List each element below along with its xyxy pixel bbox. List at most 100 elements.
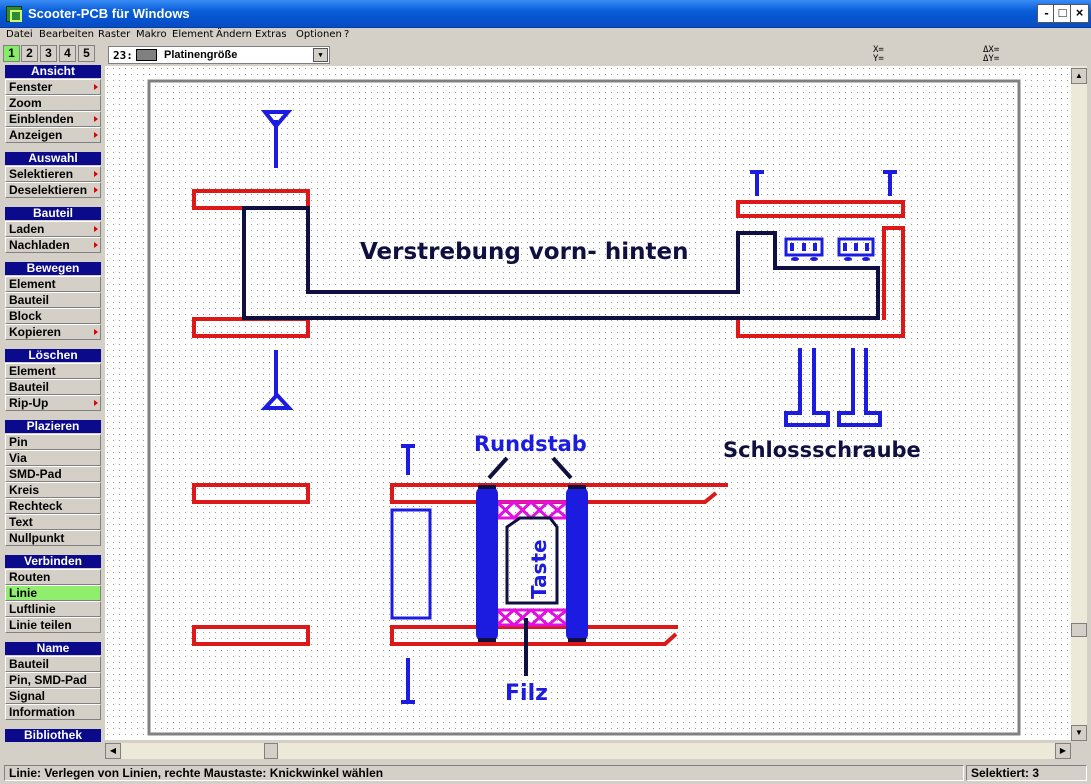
tab-1[interactable]: 1 <box>3 45 20 62</box>
sidebar-item-3-1[interactable]: Bauteil <box>5 292 101 308</box>
menu-datei[interactable]: Datei <box>6 29 33 40</box>
sidebar-item-0-1[interactable]: Zoom <box>5 95 101 111</box>
sidebar-item-6-1[interactable]: Linie <box>5 585 101 601</box>
sidebar-item-label: SMD-Pad <box>9 467 62 481</box>
pcb-drawing[interactable]: Verstrebung vorn- hinten Rundstab Schlos… <box>105 66 1071 740</box>
blue-elements[interactable] <box>260 110 897 704</box>
tab-5[interactable]: 5 <box>78 45 95 62</box>
chevron-down-icon[interactable]: ▼ <box>313 48 328 62</box>
menu-makro[interactable]: Makro <box>136 29 167 40</box>
sidebar-item-5-1[interactable]: Via <box>5 450 101 466</box>
sidebar-item-label: Signal <box>9 689 46 703</box>
sidebar-item-label: Bauteil <box>9 657 50 671</box>
label-filz[interactable]: Filz <box>505 681 548 706</box>
sidebar-item-4-0[interactable]: Element <box>5 363 101 379</box>
vertical-scrollbar[interactable]: ▲ ▼ <box>1071 66 1087 741</box>
horizontal-scroll-thumb[interactable] <box>264 743 278 759</box>
scroll-up-icon[interactable]: ▲ <box>1071 68 1087 84</box>
leader-lines <box>487 456 573 676</box>
sidebar-item-label: Nachladen <box>9 238 70 252</box>
sidebar-item-1-0[interactable]: Selektieren <box>5 166 101 182</box>
sidebar-item-5-5[interactable]: Text <box>5 514 101 530</box>
connector-dots <box>791 257 870 261</box>
sidebar-item-label: Laden <box>9 222 45 236</box>
scroll-down-icon[interactable]: ▼ <box>1071 725 1087 741</box>
sidebar-item-label: Block <box>9 309 42 323</box>
sidebar-item-label: Einblenden <box>9 112 74 126</box>
key-outline[interactable] <box>505 516 559 605</box>
menu-element[interactable]: Element <box>172 29 214 40</box>
status-message: Linie: Verlegen von Linien, rechte Maust… <box>4 765 964 781</box>
tab-3[interactable]: 3 <box>40 45 57 62</box>
sidebar-item-3-3[interactable]: Kopieren <box>5 324 101 340</box>
label-schlossschraube[interactable]: Schlossschraube <box>723 438 921 462</box>
close-button[interactable]: × <box>1070 4 1089 23</box>
sidebar-item-0-3[interactable]: Anzeigen <box>5 127 101 143</box>
menu-help[interactable]: ? <box>344 29 350 40</box>
status-selected-count: Selektiert: 3 <box>966 765 1087 781</box>
sidebar-item-label: Linie teilen <box>9 618 72 632</box>
scroll-left-icon[interactable]: ◀ <box>105 743 121 759</box>
menu-aendern[interactable]: Ändern <box>216 29 252 40</box>
sidebar-item-label: Text <box>9 515 33 529</box>
sidebar-item-2-0[interactable]: Laden <box>5 221 101 237</box>
sidebar-item-label: Luftlinie <box>9 602 56 616</box>
coord-y: Y= <box>873 54 884 64</box>
sidebar-item-label: Kreis <box>9 483 40 497</box>
sidebar-item-7-2[interactable]: Signal <box>5 688 101 704</box>
section-header-8: Bibliothek <box>5 729 101 742</box>
sidebar-item-6-0[interactable]: Routen <box>5 569 101 585</box>
sidebar-item-3-2[interactable]: Block <box>5 308 101 324</box>
menu-bearbeiten[interactable]: Bearbeiten <box>39 29 94 40</box>
sidebar-item-label: Zoom <box>9 96 42 110</box>
sidebar-item-label: Linie <box>9 586 38 600</box>
horizontal-scrollbar[interactable]: ◀ ▶ <box>105 743 1071 759</box>
sidebar-item-label: Information <box>9 705 75 719</box>
sidebar-item-label: Pin <box>9 435 28 449</box>
sidebar-item-5-3[interactable]: Kreis <box>5 482 101 498</box>
sidebar-item-6-2[interactable]: Luftlinie <box>5 601 101 617</box>
window-title: Scooter-PCB für Windows <box>28 6 190 21</box>
sidebar-item-7-0[interactable]: Bauteil <box>5 656 101 672</box>
vertical-scroll-thumb[interactable] <box>1071 623 1087 637</box>
layer-select[interactable]: 23: Platinengröße ▼ <box>108 46 330 64</box>
sidebar-item-6-3[interactable]: Linie teilen <box>5 617 101 633</box>
sidebar-item-label: Pin, SMD-Pad <box>9 673 88 687</box>
board-outline[interactable] <box>147 79 1021 736</box>
tab-2[interactable]: 2 <box>21 45 38 62</box>
menu-optionen[interactable]: Optionen <box>296 29 342 40</box>
sidebar-item-label: Element <box>9 364 56 378</box>
menu-extras[interactable]: Extras <box>255 29 287 40</box>
menu-raster[interactable]: Raster <box>98 29 131 40</box>
sidebar-item-4-2[interactable]: Rip-Up <box>5 395 101 411</box>
sidebar-item-7-1[interactable]: Pin, SMD-Pad <box>5 672 101 688</box>
section-header-6: Verbinden <box>5 555 101 568</box>
sidebar-item-2-1[interactable]: Nachladen <box>5 237 101 253</box>
round-rods[interactable] <box>476 486 588 642</box>
scroll-right-icon[interactable]: ▶ <box>1055 743 1071 759</box>
sidebar-item-5-4[interactable]: Rechteck <box>5 498 101 514</box>
sidebar-item-5-6[interactable]: Nullpunkt <box>5 530 101 546</box>
strut-outline[interactable] <box>242 206 880 320</box>
section-header-7: Name <box>5 642 101 655</box>
section-header-1: Auswahl <box>5 152 101 165</box>
sidebar-item-label: Kopieren <box>9 325 62 339</box>
sidebar-item-1-1[interactable]: Deselektieren <box>5 182 101 198</box>
sidebar-item-5-0[interactable]: Pin <box>5 434 101 450</box>
sidebar-item-4-1[interactable]: Bauteil <box>5 379 101 395</box>
section-header-2: Bauteil <box>5 207 101 220</box>
sidebar-item-5-2[interactable]: SMD-Pad <box>5 466 101 482</box>
label-taste[interactable]: Taste <box>527 539 551 599</box>
layer-color-swatch <box>136 49 157 61</box>
label-rundstab[interactable]: Rundstab <box>474 432 587 456</box>
submenu-arrow-icon <box>94 132 98 138</box>
sidebar-item-7-3[interactable]: Information <box>5 704 101 720</box>
section-header-5: Plazieren <box>5 420 101 433</box>
sidebar-item-3-0[interactable]: Element <box>5 276 101 292</box>
tab-4[interactable]: 4 <box>59 45 76 62</box>
label-verstrebung[interactable]: Verstrebung vorn- hinten <box>360 239 688 265</box>
pcb-canvas[interactable]: Verstrebung vorn- hinten Rundstab Schlos… <box>105 66 1071 740</box>
sidebar-item-0-2[interactable]: Einblenden <box>5 111 101 127</box>
submenu-arrow-icon <box>94 84 98 90</box>
sidebar-item-0-0[interactable]: Fenster <box>5 79 101 95</box>
